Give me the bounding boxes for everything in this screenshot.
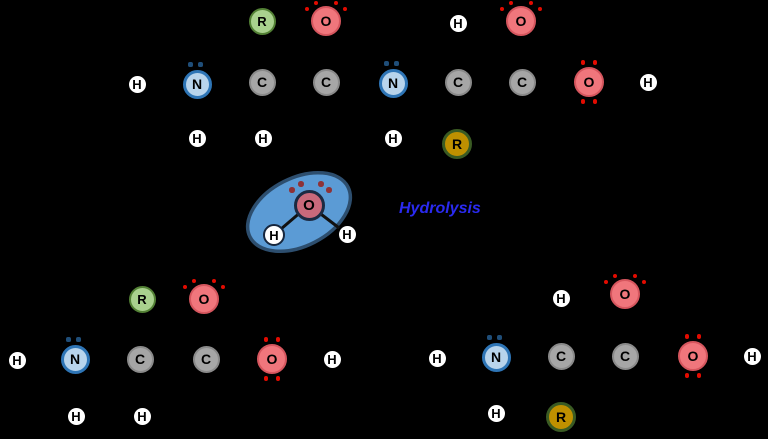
atom-C: C [312, 68, 340, 96]
atom-N: N [378, 68, 408, 98]
hydrolysis-label: Hydrolysis [399, 200, 481, 217]
atom-R: R [442, 129, 472, 159]
lone-pair-dot [508, 0, 514, 6]
lone-pair-dot [383, 60, 390, 67]
lone-pair-dot [342, 6, 348, 12]
atom-H: H [263, 224, 285, 246]
lone-pair-dot [313, 0, 319, 6]
lone-pair-dot [393, 60, 400, 67]
lone-pair-dot [696, 334, 702, 339]
atom-H: H [252, 127, 274, 149]
lone-pair-dot [603, 279, 609, 285]
atom-H: H [186, 127, 208, 149]
atom-N: N [182, 69, 212, 99]
atom-C: C [192, 345, 220, 373]
lone-pair-dot [65, 336, 72, 343]
lone-pair-dot [632, 273, 638, 279]
atom-H: H [321, 348, 343, 370]
atom-H: H [6, 349, 28, 371]
lone-pair-dot [528, 0, 534, 6]
lone-pair-dot [275, 376, 281, 381]
atom-N: N [60, 344, 90, 374]
atom-R: R [546, 402, 576, 432]
atom-C: C [508, 68, 536, 96]
lone-pair-dot [537, 6, 543, 12]
lone-pair-dot [496, 334, 503, 341]
lone-pair-dot [263, 337, 269, 342]
lone-pair-dot [326, 187, 332, 193]
lone-pair-dot [182, 284, 188, 290]
atom-O: O [610, 279, 640, 309]
atom-C: C [126, 345, 154, 373]
atom-O: O [506, 6, 536, 36]
lone-pair-dot [612, 273, 618, 279]
lone-pair-dot [486, 334, 493, 341]
lone-pair-dot [684, 334, 690, 339]
lone-pair-dot [304, 6, 310, 12]
atom-O: O [678, 341, 708, 371]
atom-H: H [336, 223, 358, 245]
lone-pair-dot [684, 373, 690, 378]
lone-pair-dot [580, 60, 586, 65]
atom-O: O [257, 344, 287, 374]
atom-H: H [550, 287, 572, 309]
lone-pair-dot [641, 279, 647, 285]
atom-C: C [248, 68, 276, 96]
lone-pair-dot [318, 181, 324, 187]
atom-C: C [611, 342, 639, 370]
lone-pair-dot [263, 376, 269, 381]
atom-R: R [128, 285, 156, 313]
atom-H: H [637, 71, 659, 93]
lone-pair-dot [592, 99, 598, 104]
lone-pair-dot [696, 373, 702, 378]
lone-pair-dot [187, 61, 194, 68]
atom-H: H [382, 127, 404, 149]
lone-pair-dot [75, 336, 82, 343]
lone-pair-dot [275, 337, 281, 342]
atom-R: R [248, 7, 276, 35]
atom-O: O [311, 6, 341, 36]
atom-H: H [741, 345, 763, 367]
atom-O: O [189, 284, 219, 314]
atom-C: C [547, 342, 575, 370]
lone-pair-dot [298, 181, 304, 187]
atom-O: O [293, 189, 325, 221]
lone-pair-dot [211, 278, 217, 284]
atom-H: H [131, 405, 153, 427]
lone-pair-dot [580, 99, 586, 104]
atom-N: N [481, 342, 511, 372]
lone-pair-dot [220, 284, 226, 290]
atom-O: O [574, 67, 604, 97]
lone-pair-dot [191, 278, 197, 284]
atom-H: H [485, 402, 507, 424]
lone-pair-dot [197, 61, 204, 68]
lone-pair-dot [592, 60, 598, 65]
atom-H: H [426, 347, 448, 369]
lone-pair-dot [333, 0, 339, 6]
atom-H: H [126, 73, 148, 95]
lone-pair-dot [499, 6, 505, 12]
atom-H: H [65, 405, 87, 427]
atom-H: H [447, 12, 469, 34]
lone-pair-dot [289, 187, 295, 193]
atom-C: C [444, 68, 472, 96]
